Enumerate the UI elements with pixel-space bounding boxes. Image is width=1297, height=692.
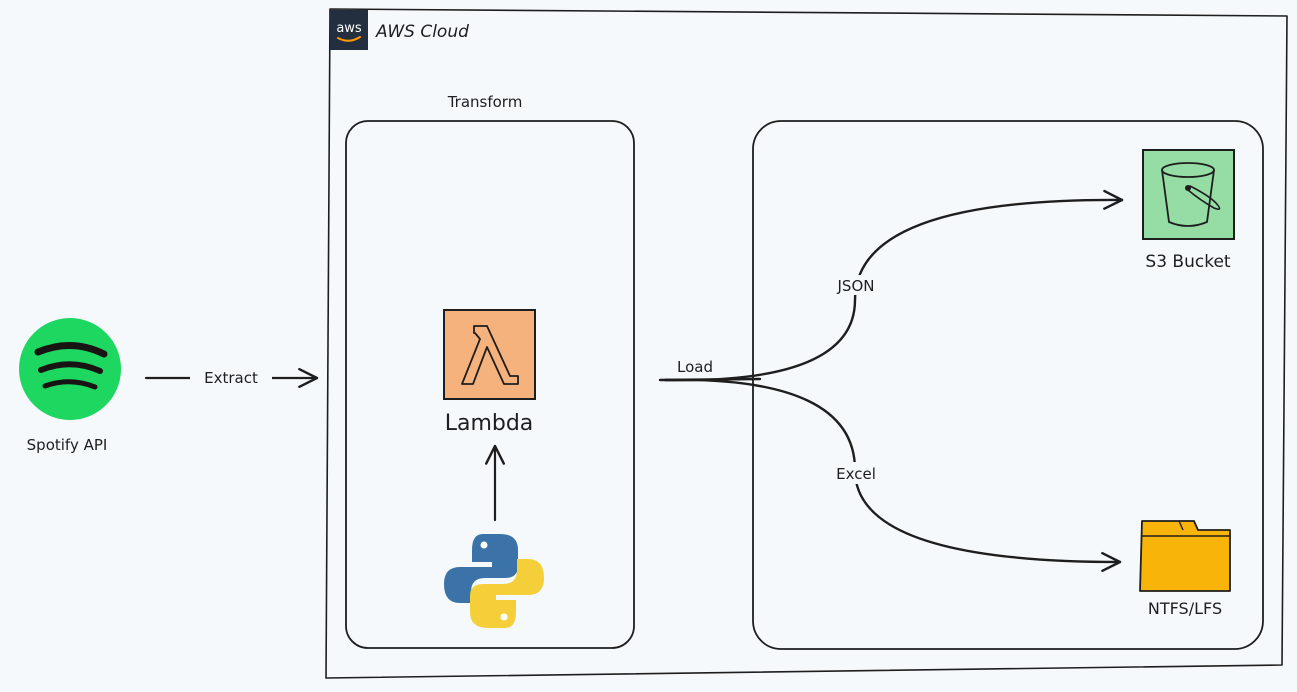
load-label: Load [677,358,713,376]
spotify-label: Spotify API [27,436,108,454]
transform-group: Transform Lambda [345,93,635,649]
aws-logo-text: aws [336,21,362,36]
s3-bucket-icon [1142,149,1235,240]
aws-cloud-boundary [325,8,1288,679]
aws-smile-icon [337,36,361,42]
lambda-label: Lambda [445,411,534,436]
aws-cloud-group: aws AWS Cloud [325,8,1288,679]
aws-logo-icon [330,10,368,50]
spotify-group: Spotify API [19,318,121,454]
extract-edge: Extract [144,367,319,389]
excel-edge [663,378,1122,573]
folder-icon [1139,520,1231,592]
s3-group: S3 Bucket [1142,149,1235,272]
json-label: JSON [837,277,875,295]
python-logo-icon [444,534,544,628]
s3-label: S3 Bucket [1145,252,1230,272]
transform-box [345,120,635,649]
extract-label: Extract [204,369,258,387]
spotify-icon [19,318,121,420]
json-edge [663,189,1124,382]
load-edges: Load JSON Excel [658,189,1124,573]
excel-label: Excel [836,465,876,483]
fs-label: NTFS/LFS [1148,599,1222,618]
lambda-glyph-icon [461,325,519,385]
fs-group: NTFS/LFS [1139,520,1231,618]
transform-title: Transform [447,93,523,111]
aws-cloud-title: AWS Cloud [375,22,469,42]
